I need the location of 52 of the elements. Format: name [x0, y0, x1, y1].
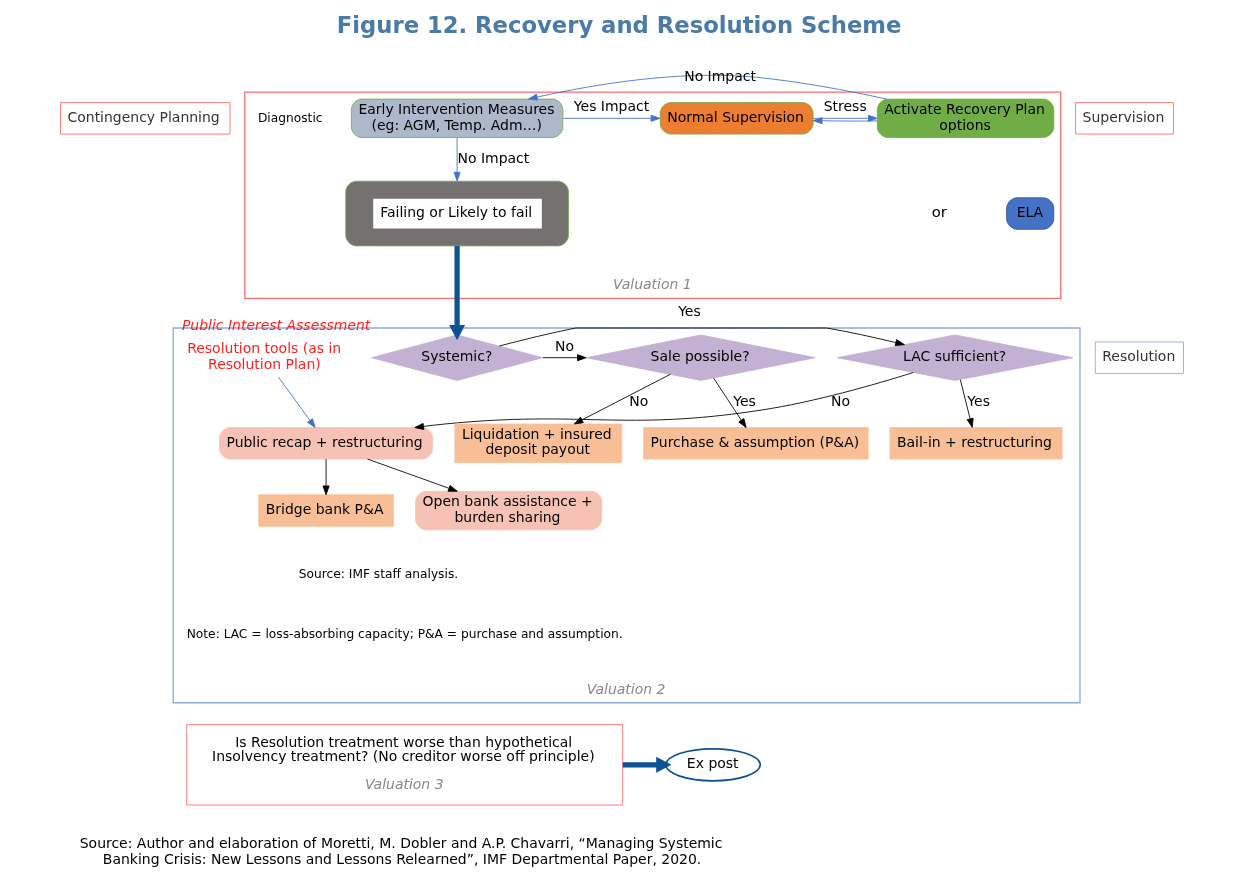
- node-box: Bail-in + restructuring: [889, 427, 1063, 460]
- node-box: ELA: [1006, 197, 1055, 230]
- edge-label: Yes: [967, 392, 990, 409]
- arrow: [278, 376, 316, 428]
- edge-label: No Impact: [684, 67, 756, 84]
- arrow: [449, 246, 466, 341]
- node-box: Liquidation + insured deposit payout: [454, 423, 623, 463]
- arrow: [498, 327, 905, 347]
- node-diamond: Systemic?: [371, 334, 544, 381]
- arrow: [573, 373, 671, 425]
- node-box: Activate Recovery Plan options: [876, 98, 1055, 138]
- arrow: [713, 377, 747, 428]
- node-box: Bridge bank P&A: [258, 494, 394, 527]
- node-ellipse: Ex post: [665, 747, 762, 782]
- node-diamond: Sale possible?: [585, 334, 816, 381]
- label: Source: IMF staff analysis.: [298, 566, 459, 581]
- edge-label: No: [555, 337, 575, 354]
- arrow: [542, 354, 587, 362]
- arrow: [528, 74, 888, 101]
- arrow: [622, 756, 672, 773]
- node-box: Is Resolution treatment worse than hypothetical Insolvency treatment? (No creditor worse off principle) Valuation 3: [186, 724, 624, 806]
- node-box: Resolution: [1094, 341, 1184, 374]
- edge-label: Yes: [678, 303, 701, 320]
- node-text: Resolution tools (as in Resolution Plan): [187, 340, 342, 372]
- arrow: [414, 372, 914, 430]
- node-box: Early Intervention Measures (eg: AGM, Temp. Adm…): [350, 98, 564, 138]
- arrow: [812, 117, 878, 125]
- arrow: [562, 114, 661, 122]
- node-box: Contingency Planning: [60, 102, 231, 135]
- label: Diagnostic: [257, 110, 323, 125]
- caption: Source: Author and elaboration of Moretti, M. Dobler and A.P. Chavarri, “Managing Systemic Banking Crisis: New Lessons and Lessons Relearned”, IMF Departmental Paper, 2020.: [79, 835, 723, 868]
- node-box: Failing or Likely to fail: [345, 180, 569, 247]
- arrow: [959, 379, 974, 428]
- edge-label: Stress: [823, 98, 867, 115]
- edge-label: No Impact: [457, 149, 530, 166]
- label: Note: LAC = loss-absorbing capacity; P&A = purchase and assumption.: [186, 626, 623, 641]
- arrow: [812, 114, 878, 122]
- diagram-title: Figure 12. Recovery and Resolution Scheme: [336, 11, 902, 38]
- arrow: [322, 458, 330, 496]
- node-box: Supervision: [1075, 102, 1174, 135]
- edge-label: Yes: [733, 392, 756, 409]
- edge-label: Yes Impact: [573, 98, 650, 115]
- edge-label: No: [629, 392, 649, 409]
- arrow: [367, 458, 458, 492]
- node-box: Normal Supervision: [659, 102, 814, 135]
- node-box: Public recap + restructuring: [219, 427, 434, 460]
- node-diamond: LAC sufficient?: [836, 334, 1074, 381]
- node-box: Open bank assistance + burden sharing: [415, 490, 603, 531]
- edge-label: No: [831, 392, 851, 409]
- node-box: Purchase & assumption (P&A): [643, 427, 869, 460]
- label: or: [931, 203, 947, 222]
- arrow: [453, 137, 461, 182]
